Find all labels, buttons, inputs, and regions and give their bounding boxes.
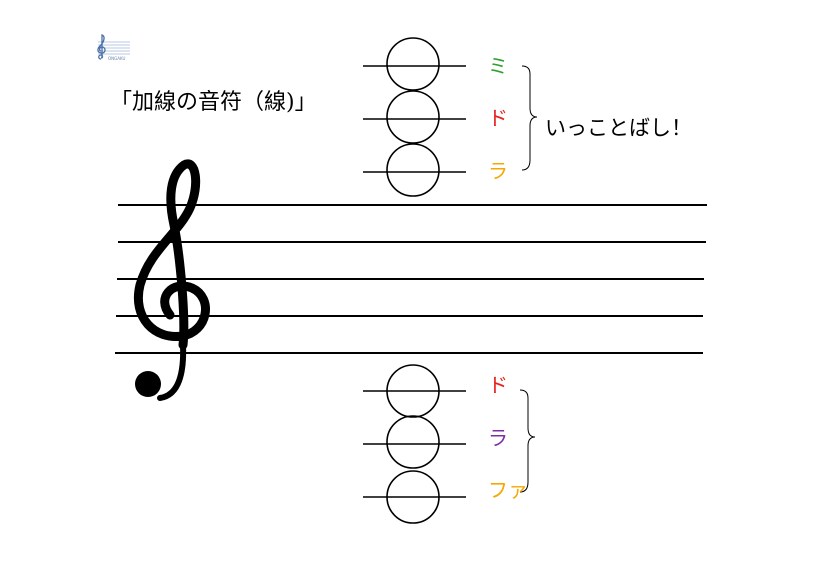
treble-clef-icon [134, 159, 210, 401]
note-label-la-lower: ラ [488, 426, 508, 450]
note-head [386, 143, 440, 197]
note-label-do: ド [488, 106, 508, 130]
note-head [386, 415, 440, 469]
svg-text:ONGAKU: ONGAKU [108, 56, 125, 61]
upper-ledger-notes [363, 37, 538, 197]
treble-clef-logo-icon: ONGAKU [92, 32, 132, 62]
brace-icon [519, 446, 529, 493]
staff [115, 204, 707, 354]
note-label-do-lower: ド [488, 373, 508, 397]
brace-icon [521, 65, 538, 127]
note-label-mi: ミ [488, 54, 508, 78]
brace-icon [521, 126, 531, 171]
note-head [386, 470, 440, 524]
lower-ledger-notes [363, 364, 536, 524]
note-head [386, 90, 440, 144]
slide-title: 「加線の音符（線)」 [110, 90, 317, 115]
brace-icon [519, 389, 536, 447]
note-head [386, 364, 440, 418]
note-head [386, 37, 440, 91]
note-label-la: ラ [488, 159, 508, 183]
skip-one-phrase: いっことばし！ [545, 116, 692, 140]
note-label-fa-lower: ファ [488, 478, 528, 502]
